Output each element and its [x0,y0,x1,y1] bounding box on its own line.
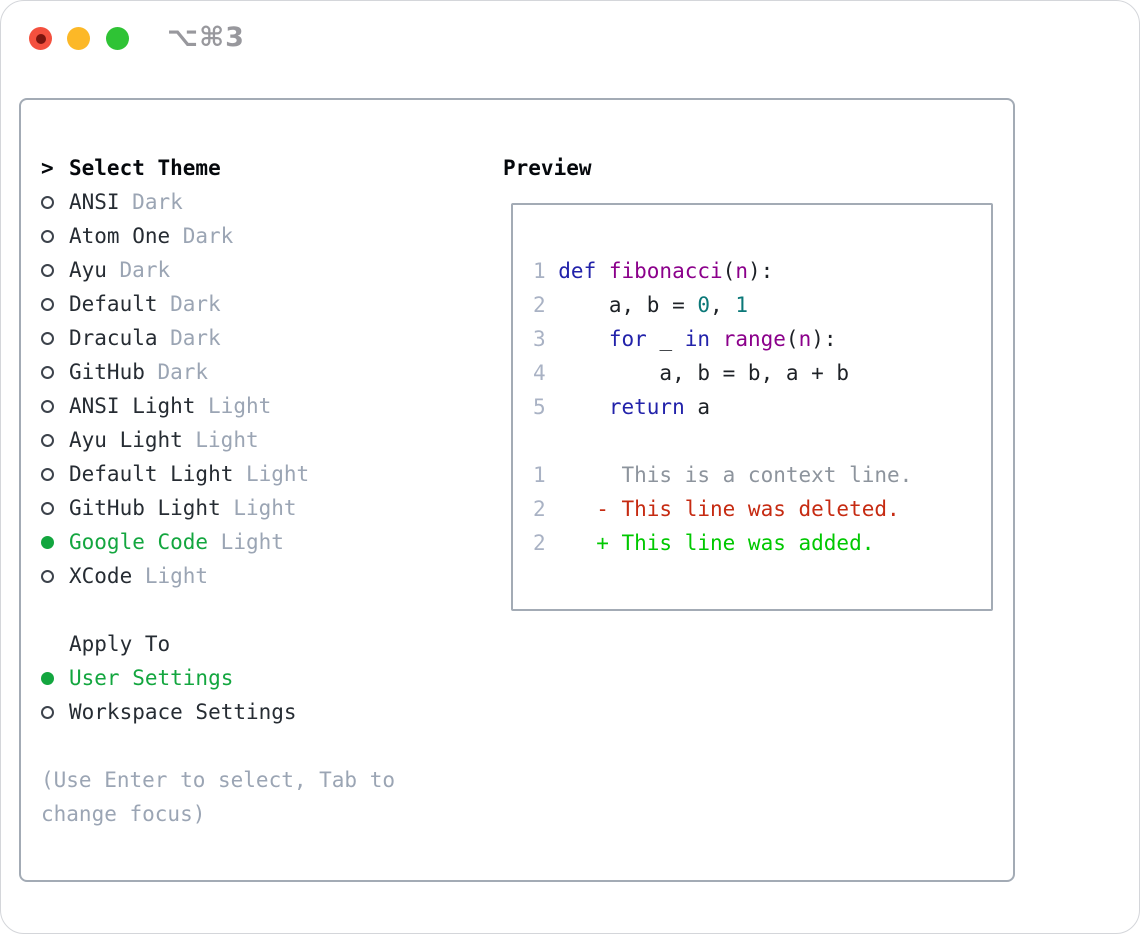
zoom-button[interactable] [106,27,129,50]
theme-option-google-code[interactable]: Google Code Light [41,525,395,559]
code-line: 4 a, b = b, a + b [533,356,991,390]
option-variant-label: Light [144,564,209,588]
code-line: 3 for _ in range(n): [533,322,991,356]
apply-to-header-row: Apply To [41,627,395,661]
option-variant-label: Light [245,462,310,486]
option-variant-label: Light [233,496,297,520]
radio-icon [41,467,54,481]
theme-option-atom-one[interactable]: Atom One Dark [41,219,395,253]
theme-option-github-light[interactable]: GitHub Light Light [41,491,395,525]
line-number: 1 [533,259,546,283]
radio-icon [41,399,54,413]
option-variant-label: Dark [157,360,209,384]
option-label: Ayu Light [69,428,183,452]
diff-line: 2 + This line was added. [533,526,991,560]
theme-option-xcode[interactable]: XCode Light [41,559,395,593]
option-label: Default Light [69,462,234,486]
radio-selected-icon [41,671,54,685]
theme-option-ayu[interactable]: Ayu Dark [41,253,395,287]
option-label: Workspace Settings [69,700,297,724]
radio-icon [41,331,54,345]
option-variant-label: Light [195,428,259,452]
theme-option-github[interactable]: GitHub Dark [41,355,395,389]
option-variant-label: Dark [119,258,171,282]
window-title-shortcut: ⌥⌘3 [167,22,245,53]
theme-option-ansi[interactable]: ANSI Dark [41,185,395,219]
option-label: Google Code [69,530,209,554]
radio-icon [41,229,54,243]
option-label: Dracula [69,326,158,350]
help-text-line-2: change focus) [41,802,206,826]
radio-icon [41,195,54,209]
option-variant-label: Dark [170,326,221,350]
radio-selected-icon [41,535,54,549]
option-label: ANSI [69,190,120,214]
radio-icon [41,501,54,515]
spacer [533,424,991,458]
close-dot-icon [35,33,46,44]
option-variant-label: Light [208,394,272,418]
code-line: 5 return a [533,390,991,424]
apply-option-user-settings[interactable]: User Settings [41,661,395,695]
option-label: ANSI Light [69,394,196,418]
radio-icon [41,297,54,311]
option-label: Atom One [69,224,171,248]
diff-preview: 1 This is a context line.2 - This line w… [533,458,991,560]
option-label: GitHub Light [69,496,221,520]
option-variant-label: Dark [132,190,183,214]
radio-icon [41,569,54,583]
theme-option-ansi-light[interactable]: ANSI Light Light [41,389,395,423]
apply-option-workspace-settings[interactable]: Workspace Settings [41,695,395,729]
option-variant-label: Light [220,530,284,554]
option-label: XCode [69,564,133,588]
titlebar: ⌥⌘3 [1,1,1139,76]
option-label: Default [69,292,158,316]
option-label: User Settings [69,666,234,690]
diff-line: 1 This is a context line. [533,458,991,492]
option-label: Ayu [69,258,107,282]
close-button[interactable] [29,27,52,50]
radio-icon [41,433,54,447]
option-variant-label: Dark [170,292,221,316]
line-number: 5 [533,395,546,419]
theme-option-ayu-light[interactable]: Ayu Light Light [41,423,395,457]
spacer [41,729,395,763]
theme-option-default-light[interactable]: Default Light Light [41,457,395,491]
code-line: 2 a, b = 0, 1 [533,288,991,322]
theme-option-default[interactable]: Default Dark [41,287,395,321]
minimize-button[interactable] [67,27,90,50]
line-number: 2 [533,531,546,555]
diff-line: 2 - This line was deleted. [533,492,991,526]
theme-list-header-row: > Select Theme [41,151,395,185]
radio-icon [41,365,54,379]
line-number: 3 [533,327,546,351]
help-text-line-1: (Use Enter to select, Tab to [41,768,396,792]
preview-title: Preview [503,156,592,180]
theme-option-dracula[interactable]: Dracula Dark [41,321,395,355]
apply-to-title: Apply To [69,632,171,656]
theme-list-title: Select Theme [69,156,221,180]
radio-icon [41,263,54,277]
prompt-cursor-icon: > [41,156,54,180]
option-variant-label: Dark [182,224,234,248]
radio-icon [41,705,54,719]
line-number: 1 [533,463,546,487]
spacer [41,593,395,627]
line-number: 2 [533,293,546,317]
option-label: GitHub [69,360,145,384]
line-number: 2 [533,497,546,521]
line-number: 4 [533,361,546,385]
